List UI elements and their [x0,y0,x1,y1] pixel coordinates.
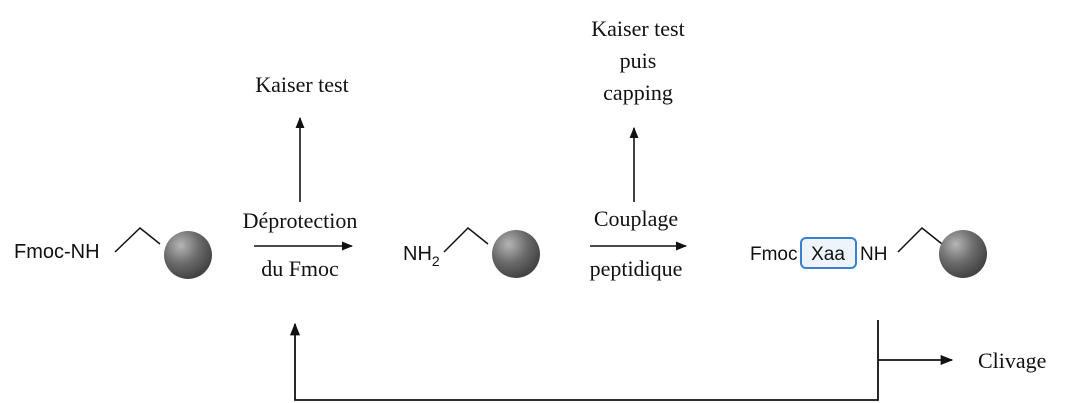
linker-bond [114,227,161,253]
xaa-label: Xaa [811,244,845,265]
kaiser-test-2-line2: puis [620,48,657,73]
cleavage-label: Clivage [978,348,1046,373]
coupling-step: Couplage peptidique [590,206,688,281]
nh2-label: NH2 [403,243,440,269]
linker-bond [443,226,489,253]
kaiser-test-1-branch: Kaiser test [255,72,349,202]
resin-bead-icon [492,230,540,278]
structure-fmoc-nh-resin: Fmoc-NH [14,227,212,279]
amino-acid-residue-box [800,237,857,269]
cycle-return-arrow [289,320,879,401]
fmoc-nh-label: Fmoc-NH [14,241,100,263]
kaiser-test-2-line1: Kaiser test [591,16,684,41]
cycle-loop [289,320,879,401]
coupling-label-line2: peptidique [590,256,683,281]
resin-bead-icon [939,230,987,278]
kaiser-test-2-branch: Kaiser test puis capping [591,16,685,202]
structure-nh2-resin: NH2 [403,226,540,278]
cleavage-branch: Clivage [878,348,1046,373]
nh-label: NH [860,244,887,265]
coupling-label-line1: Couplage [594,206,678,231]
deprotection-step: Déprotection du Fmoc [243,208,358,281]
structure-fmoc-xaa-nh-resin: Fmoc Xaa NH [750,226,987,278]
deprotection-label-line2: du Fmoc [261,256,339,281]
resin-bead-icon [164,231,212,279]
kaiser-test-1-label: Kaiser test [255,72,348,97]
linker-bond [897,226,943,253]
kaiser-test-2-line3: capping [603,80,673,105]
fmoc-label: Fmoc [750,244,798,265]
deprotection-label-line1: Déprotection [243,208,358,233]
